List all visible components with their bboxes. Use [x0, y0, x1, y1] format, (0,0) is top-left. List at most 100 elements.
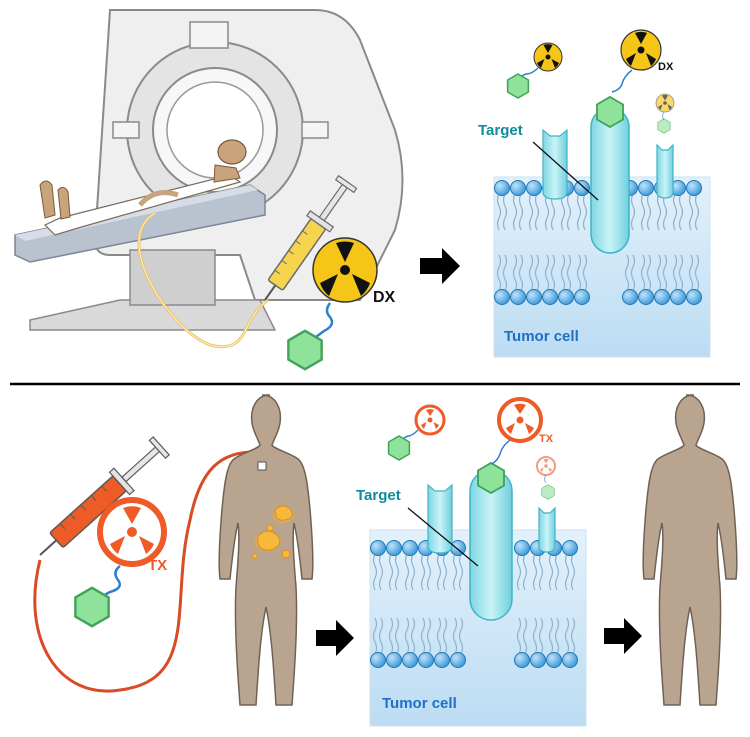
- lipid-tail: [516, 553, 522, 591]
- lipid-head: [574, 289, 590, 305]
- lipid-tail: [378, 617, 384, 655]
- lipid-head: [370, 652, 386, 668]
- lipid-head: [622, 289, 638, 305]
- target-pointer: [407, 507, 479, 567]
- lipid-tail: [678, 254, 684, 292]
- lipid-tail: [420, 553, 426, 591]
- lipid-head: [686, 180, 702, 196]
- lipid-head: [494, 180, 510, 196]
- lipid-tail: [548, 553, 554, 591]
- hexagon-ligand-icon: [596, 96, 624, 128]
- lipid-tail: [442, 617, 448, 655]
- lipid-head: [450, 652, 466, 668]
- lipid-membrane: [494, 180, 702, 305]
- lipid-tail: [452, 617, 458, 655]
- lipid-tail: [394, 617, 400, 655]
- lipid-tail: [502, 193, 508, 231]
- lipid-tail: [534, 254, 540, 292]
- lipid-tail: [516, 617, 522, 655]
- lipid-tail: [452, 553, 458, 591]
- tumor-lesions: [252, 505, 295, 559]
- lipid-tail: [502, 254, 508, 292]
- radiation-icon: [97, 497, 167, 567]
- lipid-tail: [544, 193, 550, 231]
- lipid-tail: [630, 193, 636, 231]
- hexagon-ligand-icon: [506, 73, 530, 99]
- lipid-tail: [532, 553, 538, 591]
- lipid-tail: [688, 254, 694, 292]
- lipid-tail: [656, 254, 662, 292]
- tx-label-large: TX: [148, 557, 167, 574]
- radiation-icon: [414, 404, 446, 436]
- hexagon-ligand-icon: [541, 484, 555, 500]
- lipid-tail: [672, 193, 678, 231]
- lipid-tail: [554, 617, 560, 655]
- lipid-tail: [528, 193, 534, 231]
- lipid-tail: [518, 193, 524, 231]
- lipid-head: [562, 652, 578, 668]
- receptor-small: [427, 483, 453, 554]
- lipid-tail: [532, 617, 538, 655]
- lipid-tail: [662, 254, 668, 292]
- lipid-tail: [640, 193, 646, 231]
- syringe-icon: [39, 436, 171, 556]
- lipid-head: [574, 180, 590, 196]
- lipid-tail: [560, 193, 566, 231]
- hexagon-ligand-icon: [74, 586, 110, 628]
- human-body-icon: [218, 394, 314, 706]
- target-label: Target: [478, 122, 523, 139]
- iv-line: [33, 450, 264, 693]
- lipid-head: [434, 652, 450, 668]
- hexagon-ligand-icon: [287, 329, 323, 371]
- lipid-tail: [694, 193, 700, 231]
- lipid-tail: [550, 254, 556, 292]
- lipid-head: [546, 652, 562, 668]
- hexagon-ligand-icon: [387, 435, 411, 461]
- hexagon-ligand-icon: [477, 462, 505, 494]
- lipid-tail: [388, 617, 394, 655]
- lipid-tail: [576, 254, 582, 292]
- lipid-tail: [564, 617, 570, 655]
- lipid-tail: [436, 617, 442, 655]
- tx-label-small: TX: [539, 433, 554, 445]
- lipid-tail: [630, 254, 636, 292]
- lipid-head: [510, 180, 526, 196]
- lipid-head: [514, 540, 530, 556]
- lipid-head: [418, 652, 434, 668]
- arrow-right-icon: [420, 248, 460, 284]
- lipid-tail: [426, 617, 432, 655]
- arrow-right-icon: [604, 618, 642, 654]
- target-pointer: [532, 141, 599, 201]
- lipid-tail: [458, 553, 464, 591]
- iv-line: [137, 211, 269, 349]
- lipid-head: [402, 652, 418, 668]
- lipid-head: [370, 540, 386, 556]
- lipid-tail: [372, 553, 378, 591]
- patient-icon: [39, 139, 247, 236]
- lipid-tail: [378, 553, 384, 591]
- lipid-tail: [576, 193, 582, 231]
- lipid-tail: [582, 193, 588, 231]
- lipid-tail: [624, 254, 630, 292]
- lipid-tail: [442, 553, 448, 591]
- target-receptor: [590, 107, 630, 254]
- tumor-cell-top: Tumor cell: [493, 96, 711, 358]
- cell-label: Tumor cell: [382, 695, 457, 712]
- lipid-head: [386, 652, 402, 668]
- lipid-head: [542, 289, 558, 305]
- tumor-cell-bottom: Tumor cell: [369, 462, 587, 727]
- lipid-tail: [420, 617, 426, 655]
- lipid-head: [510, 289, 526, 305]
- syringe-icon: [264, 174, 358, 301]
- lipid-head: [386, 540, 402, 556]
- radiation-icon: [655, 93, 675, 113]
- lipid-tail: [458, 617, 464, 655]
- lipid-tail: [436, 553, 442, 591]
- lipid-tail: [548, 617, 554, 655]
- lipid-tail: [372, 617, 378, 655]
- lipid-head: [686, 289, 702, 305]
- lipid-tail: [538, 553, 544, 591]
- lipid-tail: [566, 193, 572, 231]
- lipid-head: [514, 652, 530, 668]
